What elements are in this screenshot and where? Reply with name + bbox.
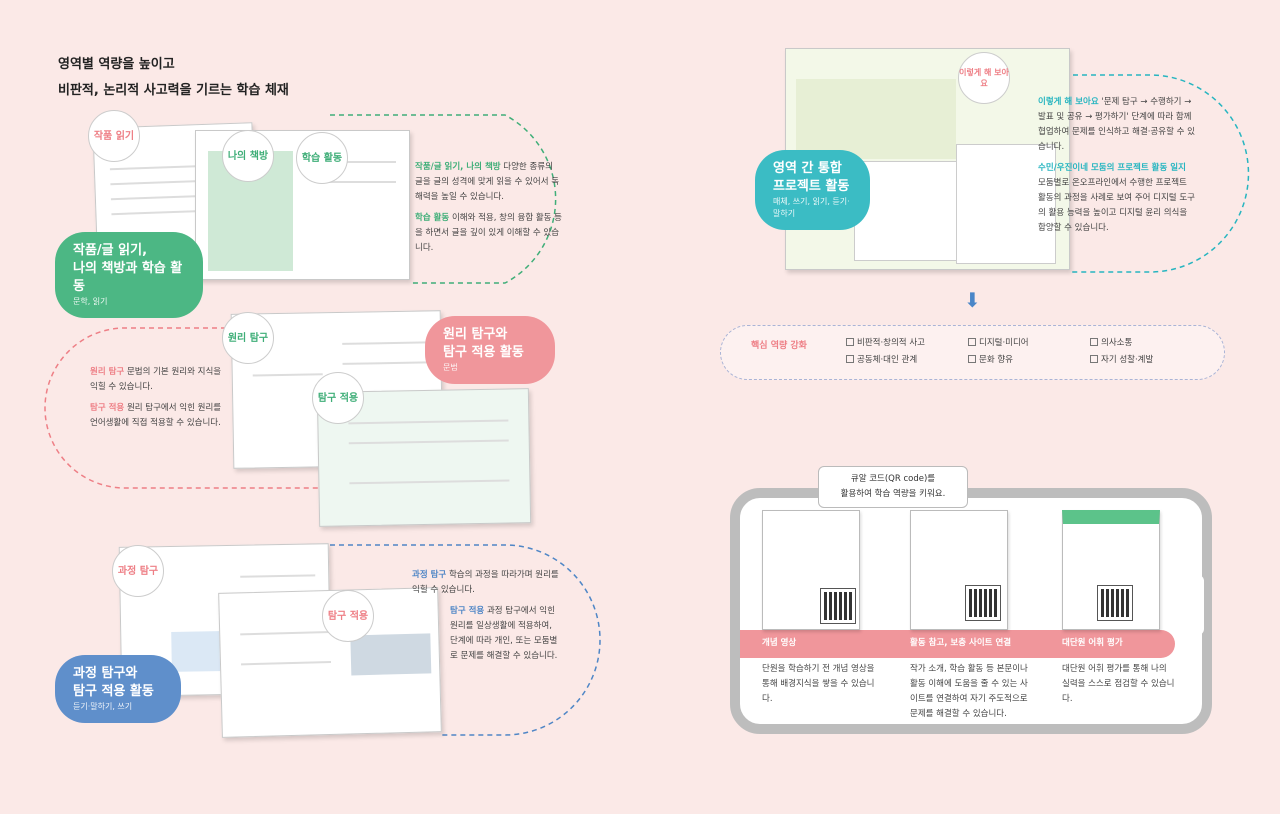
qr-thumb-concept-video [762, 510, 860, 630]
qr-col-desc: 작가 소개, 학습 활동 등 본문이나 활동 이해에 도움을 줄 수 있는 사이… [910, 664, 1028, 719]
badge-process-inquiry: 과정 탐구 [112, 545, 164, 597]
qr-col-title: 대단원 어휘 평가 [1062, 638, 1123, 648]
qr-thumb-site-link [910, 510, 1008, 630]
competency-item: 자기 성찰·계발 [1090, 353, 1212, 365]
badge-lets-do-this: 이렇게 해 보아요 [958, 52, 1010, 104]
section-desc-reading: 작품/글 읽기, 나의 책방 다양한 종류의 글을 글의 성격에 맞게 읽을 수… [415, 162, 563, 253]
title-line1: 영역별 역량을 높이고 [58, 57, 175, 72]
qr-col-title: 개념 영상 [762, 638, 797, 648]
competency-item: 의사소통 [1090, 336, 1212, 348]
competency-item: 비판적·창의적 사고 [846, 336, 968, 348]
competency-item: 디지털·미디어 [968, 336, 1090, 348]
qr-col-title: 활동 참고, 보충 사이트 연결 [910, 638, 1012, 648]
badge-learning-activity: 학습 활동 [296, 132, 348, 184]
core-competency-label: 핵심 역량 강화 [751, 341, 807, 351]
badge-process-apply: 탐구 적용 [322, 590, 374, 642]
qr-band [740, 630, 1175, 658]
phone-button [1192, 575, 1204, 635]
badge-work-reading: 작품 읽기 [88, 110, 140, 162]
page-title: 영역별 역량을 높이고 비판적, 논리적 사고력을 기르는 학습 체재 [58, 52, 289, 104]
qr-col-desc: 단원을 학습하기 전 개념 영상을 통해 배경지식을 쌓을 수 있습니다. [762, 664, 875, 704]
section-desc-grammar: 원리 탐구 문법의 기본 원리와 지식을 익힐 수 있습니다. 탐구 적용 원리… [90, 367, 222, 428]
competency-item: 문화 향유 [968, 353, 1090, 365]
title-line2: 비판적, 논리적 사고력을 기르는 학습 체재 [58, 83, 289, 98]
section-desc-process: 과정 탐구 학습의 과정을 따라가며 원리를 익힐 수 있습니다. 탐구 적용 … [412, 570, 559, 661]
book-page-project [785, 48, 1070, 270]
arrow-down-icon: ⬇ [964, 288, 981, 312]
section-desc-project: 이렇게 해 보아요 '문제 탐구 → 수행하기 → 발표 및 공유 → 평가하기… [1038, 97, 1195, 233]
badge-inquiry-apply: 탐구 적용 [312, 372, 364, 424]
qr-col-desc: 대단원 어휘 평가를 통해 나의 실력을 스스로 점검할 수 있습니다. [1062, 664, 1175, 704]
core-competency-box: 핵심 역량 강화 비판적·창의적 사고 디지털·미디어 의사소통 공동체·대인 … [720, 325, 1225, 380]
badge-my-bookstore: 나의 책방 [222, 130, 274, 182]
badge-principle-inquiry: 원리 탐구 [222, 312, 274, 364]
qr-thumb-vocab-test [1062, 510, 1160, 630]
competency-item: 공동체·대인 관계 [846, 353, 968, 365]
